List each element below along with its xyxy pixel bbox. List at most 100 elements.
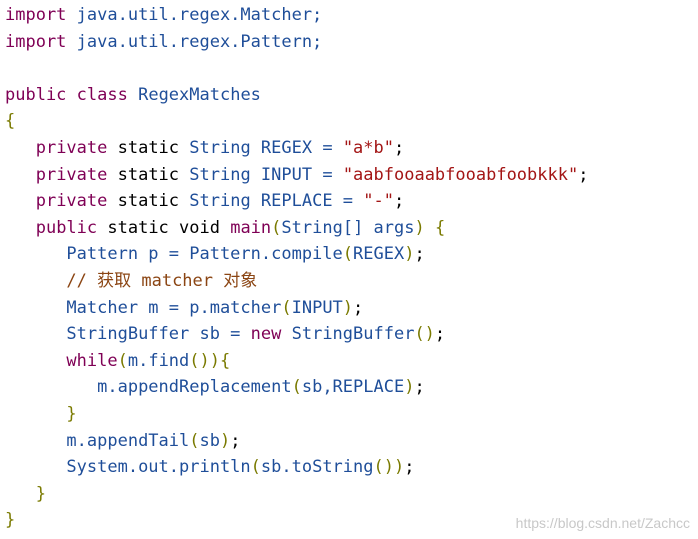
code-token: REGEX = <box>250 137 343 158</box>
code-line: public class RegexMatches <box>5 82 588 109</box>
code-token: ; <box>230 430 241 451</box>
code-token: class <box>76 84 128 105</box>
code-token: static void <box>97 217 231 238</box>
code-line: { <box>5 108 588 135</box>
code-token: private <box>35 137 108 158</box>
code-line: } <box>5 507 588 534</box>
code-token <box>5 271 66 291</box>
code-token <box>5 431 66 451</box>
code-token: INPUT = <box>250 164 343 185</box>
code-token: sb,REPLACE <box>301 377 405 398</box>
code-token <box>5 484 36 504</box>
code-token: private <box>35 164 108 185</box>
code-line: // 获取 matcher 对象 <box>5 268 588 295</box>
code-token: static <box>107 191 190 212</box>
code-token: Pattern p = Pattern.compile <box>66 244 343 265</box>
code-line: } <box>5 401 588 428</box>
code-token: ( <box>271 217 282 238</box>
code-token: ()) <box>373 457 405 478</box>
code-token: REPLACE = <box>250 191 364 212</box>
code-token: { <box>220 350 231 371</box>
code-token: [] args <box>342 217 415 238</box>
code-token <box>5 191 36 211</box>
code-token: import <box>5 5 67 25</box>
code-line: import java.util.regex.Matcher; <box>5 2 588 29</box>
code-line <box>5 55 588 82</box>
code-line: import java.util.regex.Pattern; <box>5 29 588 56</box>
code-line: StringBuffer sb = new StringBuffer(); <box>5 321 588 348</box>
code-token <box>5 351 66 371</box>
code-token: ; <box>404 457 415 478</box>
code-token: while <box>66 350 118 371</box>
code-token: ; <box>394 137 405 158</box>
code-token: static <box>107 137 190 158</box>
code-token: { <box>5 111 16 132</box>
code-line: while(m.find()){ <box>5 348 588 375</box>
code-token: ( <box>342 244 354 265</box>
code-token: } <box>35 483 46 504</box>
code-token: // 获取 matcher 对象 <box>66 270 258 291</box>
code-token <box>5 165 36 185</box>
code-token: ) <box>342 297 354 318</box>
code-token: ; <box>434 324 446 345</box>
code-token <box>5 138 36 158</box>
code-token: RegexMatches <box>127 84 261 105</box>
code-line: } <box>5 481 588 508</box>
code-token: ; <box>414 244 425 265</box>
code-token: String <box>189 137 251 158</box>
code-token: ( <box>281 297 292 318</box>
code-token: ; <box>394 191 405 212</box>
code-token: ) <box>404 244 415 265</box>
code-token <box>5 324 66 344</box>
code-token: ) <box>219 430 231 451</box>
code-token: Matcher m = p.matcher <box>66 297 282 318</box>
watermark: https://blog.csdn.net/Zachcc <box>515 515 690 531</box>
code-token: ; <box>578 164 589 185</box>
code-token: INPUT <box>291 297 343 318</box>
code-token: sb <box>199 430 220 451</box>
code-token: java.util.regex.Pattern; <box>66 31 323 52</box>
code-token: String <box>281 217 343 238</box>
code-line: private static String REPLACE = "-"; <box>5 188 588 215</box>
code-token: () <box>414 324 435 345</box>
code-token: System.out.println <box>66 457 251 478</box>
code-token <box>5 298 66 318</box>
code-token: } <box>66 403 77 424</box>
code-token <box>5 244 66 264</box>
code-token: ( <box>189 430 200 451</box>
code-token: ( <box>250 457 261 478</box>
code-token: public <box>5 84 67 105</box>
code-token: ; <box>414 377 425 398</box>
code-token: sb.toString <box>260 457 374 478</box>
code-token: ( <box>117 350 128 371</box>
code-token: } <box>5 510 16 531</box>
code-token <box>5 404 66 424</box>
code-line: m.appendReplacement(sb,REPLACE); <box>5 374 588 401</box>
code-token: m.appendReplacement <box>97 377 292 398</box>
code-line: private static String REGEX = "a*b"; <box>5 135 588 162</box>
code-token: ()) <box>189 350 220 371</box>
code-line: private static String INPUT = "aabfooaab… <box>5 162 589 189</box>
code-token: String <box>189 191 251 212</box>
code-token: public <box>35 217 98 238</box>
code-token <box>5 457 66 477</box>
code-token: m.appendTail <box>66 430 190 451</box>
code-token: ( <box>291 377 302 398</box>
code-token: String <box>189 164 251 185</box>
code-token: new <box>250 324 282 345</box>
code-token: ; <box>353 297 364 318</box>
code-token <box>5 377 97 397</box>
code-line: System.out.println(sb.toString()); <box>5 454 588 481</box>
code-token: private <box>35 191 108 212</box>
code-token: "aabfooaabfooabfoobkkk" <box>342 164 579 185</box>
code-block: import java.util.regex.Matcher;import ja… <box>5 2 588 534</box>
code-token: import <box>5 31 67 52</box>
code-line: Matcher m = p.matcher(INPUT); <box>5 295 588 322</box>
code-token: ) <box>404 377 415 398</box>
code-token: "-" <box>363 191 394 212</box>
code-token: main <box>230 217 272 238</box>
code-token: REGEX <box>353 244 405 265</box>
code-line: Pattern p = Pattern.compile(REGEX); <box>5 241 588 268</box>
code-token: static <box>107 164 190 185</box>
code-token <box>5 218 36 238</box>
